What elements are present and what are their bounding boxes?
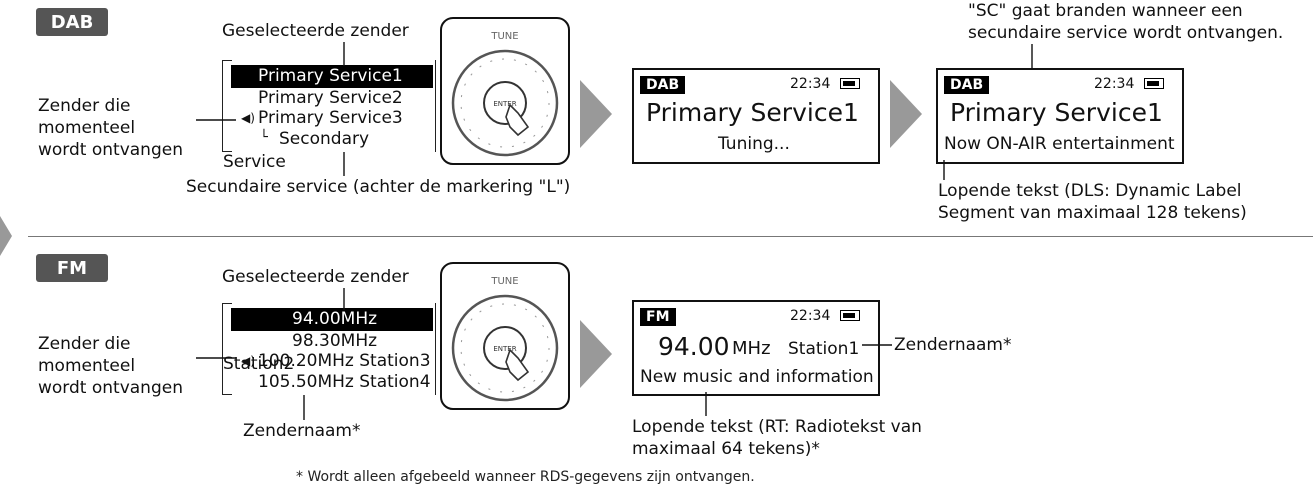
fm-list-item[interactable]: 105.50MHz Station4: [258, 372, 431, 392]
display-unit: MHz: [732, 338, 771, 359]
dab-list-item[interactable]: ◀) Primary Service3: [241, 108, 403, 128]
fm-current-label-1: Zender die: [38, 334, 131, 354]
dab-display-tuning: DAB 22:34 Primary Service1 Tuning...: [632, 68, 880, 164]
dab-list-item[interactable]: Primary Service1: [231, 65, 433, 88]
flow-arrow-icon: [890, 80, 922, 148]
section-divider: [28, 236, 1313, 237]
dab-list-item[interactable]: └ Secondary Service: [223, 128, 435, 172]
fm-display: FM 22:34 94.00 MHz Station1 New music an…: [632, 300, 880, 396]
dab-current-label-3: wordt ontvangen: [38, 140, 183, 160]
dab-current-label-1: Zender die: [38, 96, 131, 116]
dls-label-1: Lopende tekst (DLS: Dynamic Label: [938, 181, 1242, 201]
battery-icon: [840, 310, 860, 321]
fm-list-item[interactable]: 94.00MHz Station1: [231, 308, 433, 352]
display-time: 22:34: [790, 308, 831, 324]
display-subtext: Tuning...: [718, 134, 790, 154]
display-subtext: New music and information: [640, 367, 874, 387]
dab-display-onair: DAB 22:34 Primary Service1 Now ON-AIR en…: [936, 68, 1184, 164]
display-station: Station1: [788, 339, 860, 359]
display-frequency: 94.00: [658, 332, 730, 361]
dab-badge: DAB: [36, 8, 108, 36]
dab-current-label-2: momenteel: [38, 118, 136, 138]
display-subtext: Now ON-AIR entertainment: [944, 134, 1175, 154]
dab-service-list: Primary Service1 Primary Service2 ◀) Pri…: [222, 60, 436, 172]
display-badge: FM: [640, 308, 676, 326]
flow-arrow-icon: [580, 80, 612, 148]
fm-list-item[interactable]: ◀) 100.20MHz Station3: [241, 351, 431, 371]
fm-station-list: 94.00MHz Station1 98.30MHz Station2 ◀) 1…: [222, 303, 436, 395]
dab-list-item[interactable]: Primary Service2: [258, 88, 403, 108]
dab-selected-label: Geselecteerde zender: [222, 21, 409, 41]
rt-label-2: maximaal 64 tekens)*: [632, 439, 820, 459]
fm-current-label-3: wordt ontvangen: [38, 378, 183, 398]
display-badge: DAB: [640, 76, 686, 94]
display-title: Primary Service1: [950, 98, 1163, 127]
battery-icon: [840, 78, 860, 89]
battery-icon: [1144, 78, 1164, 89]
fm-badge: FM: [36, 254, 108, 282]
speaker-icon: ◀): [241, 111, 255, 125]
secondary-marker-icon: └: [260, 130, 268, 145]
fm-list-item[interactable]: 98.30MHz Station2: [223, 331, 378, 374]
display-time: 22:34: [1094, 76, 1135, 92]
enter-label: ENTER: [493, 100, 516, 108]
display-title: Primary Service1: [646, 98, 859, 127]
dls-label-2: Segment van maximaal 128 tekens): [938, 203, 1247, 223]
fm-current-label-2: momenteel: [38, 356, 136, 376]
sc-note-2: secundaire service wordt ontvangen.: [968, 23, 1284, 43]
fm-selected-label: Geselecteerde zender: [222, 267, 409, 287]
tune-dial-icon[interactable]: TUNE ENTER: [440, 262, 570, 410]
display-time: 22:34: [790, 76, 831, 92]
fm-name-label-bottom: Zendernaam*: [243, 421, 361, 441]
flow-arrow-icon: [580, 320, 612, 388]
footnote: * Wordt alleen afgebeeld wanneer RDS-geg…: [296, 469, 755, 485]
speaker-icon: ◀): [241, 354, 255, 368]
rt-label-1: Lopende tekst (RT: Radiotekst van: [632, 417, 922, 437]
display-badge: DAB: [944, 76, 990, 94]
left-arrow-icon: [0, 216, 12, 256]
sc-note-1: "SC" gaat branden wanneer een: [968, 1, 1243, 21]
dab-secondary-label: Secundaire service (achter de markering …: [186, 177, 571, 197]
tune-dial-icon[interactable]: TUNE ENTER: [440, 17, 570, 165]
tune-label: TUNE: [490, 276, 518, 287]
fm-name-label-right: Zendernaam*: [894, 335, 1012, 355]
tune-label: TUNE: [490, 31, 518, 42]
enter-label: ENTER: [493, 345, 516, 353]
